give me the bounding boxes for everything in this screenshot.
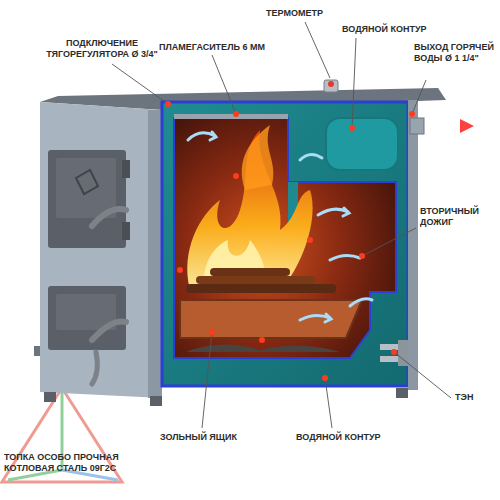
marker-dots <box>165 101 415 381</box>
heater <box>380 340 408 366</box>
front-edge <box>148 110 162 398</box>
leg <box>150 396 162 406</box>
callout-label: ТЕРМОМЕТР <box>266 8 342 19</box>
callout-label: ТОПКА ОСОБО ПРОЧНАЯ КОТЛОВАЯ СТАЛЬ 09Г2С <box>4 452 134 474</box>
flames <box>187 125 312 290</box>
water-jacket <box>162 102 408 386</box>
callout-label: ПЛАМЕГАСИТЕЛЬ 6 ММ <box>150 42 274 53</box>
bolt <box>34 346 40 356</box>
callout-label: ВОДЯНОЙ КОНТУР <box>342 24 452 35</box>
callout-label: ТЭН <box>455 392 491 403</box>
leg <box>44 392 56 402</box>
logs <box>186 268 336 293</box>
flame-arrestor <box>174 114 288 119</box>
callout-label: ВОДЯНОЙ КОНТУР <box>296 432 406 443</box>
loading-door <box>48 150 130 248</box>
side-wall <box>408 100 418 390</box>
hot-water-outlet <box>410 118 474 134</box>
ash-door <box>48 286 126 384</box>
callout-label: ПОДКЛЮЧЕНИЕ ТЯГОРЕГУЛЯТОРА Ø 3/4" <box>40 38 164 60</box>
thermometer <box>324 80 338 92</box>
ash-box <box>180 300 362 338</box>
leg <box>396 388 408 398</box>
callout-label: ВЫХОД ГОРЯЧЕЙ ВОДЫ Ø 1 1/4" <box>414 42 494 64</box>
air-inlet-arrows <box>2 372 40 384</box>
collector <box>326 118 398 170</box>
leader-lines <box>112 22 451 428</box>
callout-label: ЗОЛЬНЫЙ ЯЩИК <box>160 432 260 443</box>
front-panel <box>40 102 162 398</box>
flow-arrows <box>188 132 372 322</box>
ash <box>186 344 340 352</box>
callout-label: ВТОРИЧНЫЙ ДОЖИГ <box>420 206 494 228</box>
